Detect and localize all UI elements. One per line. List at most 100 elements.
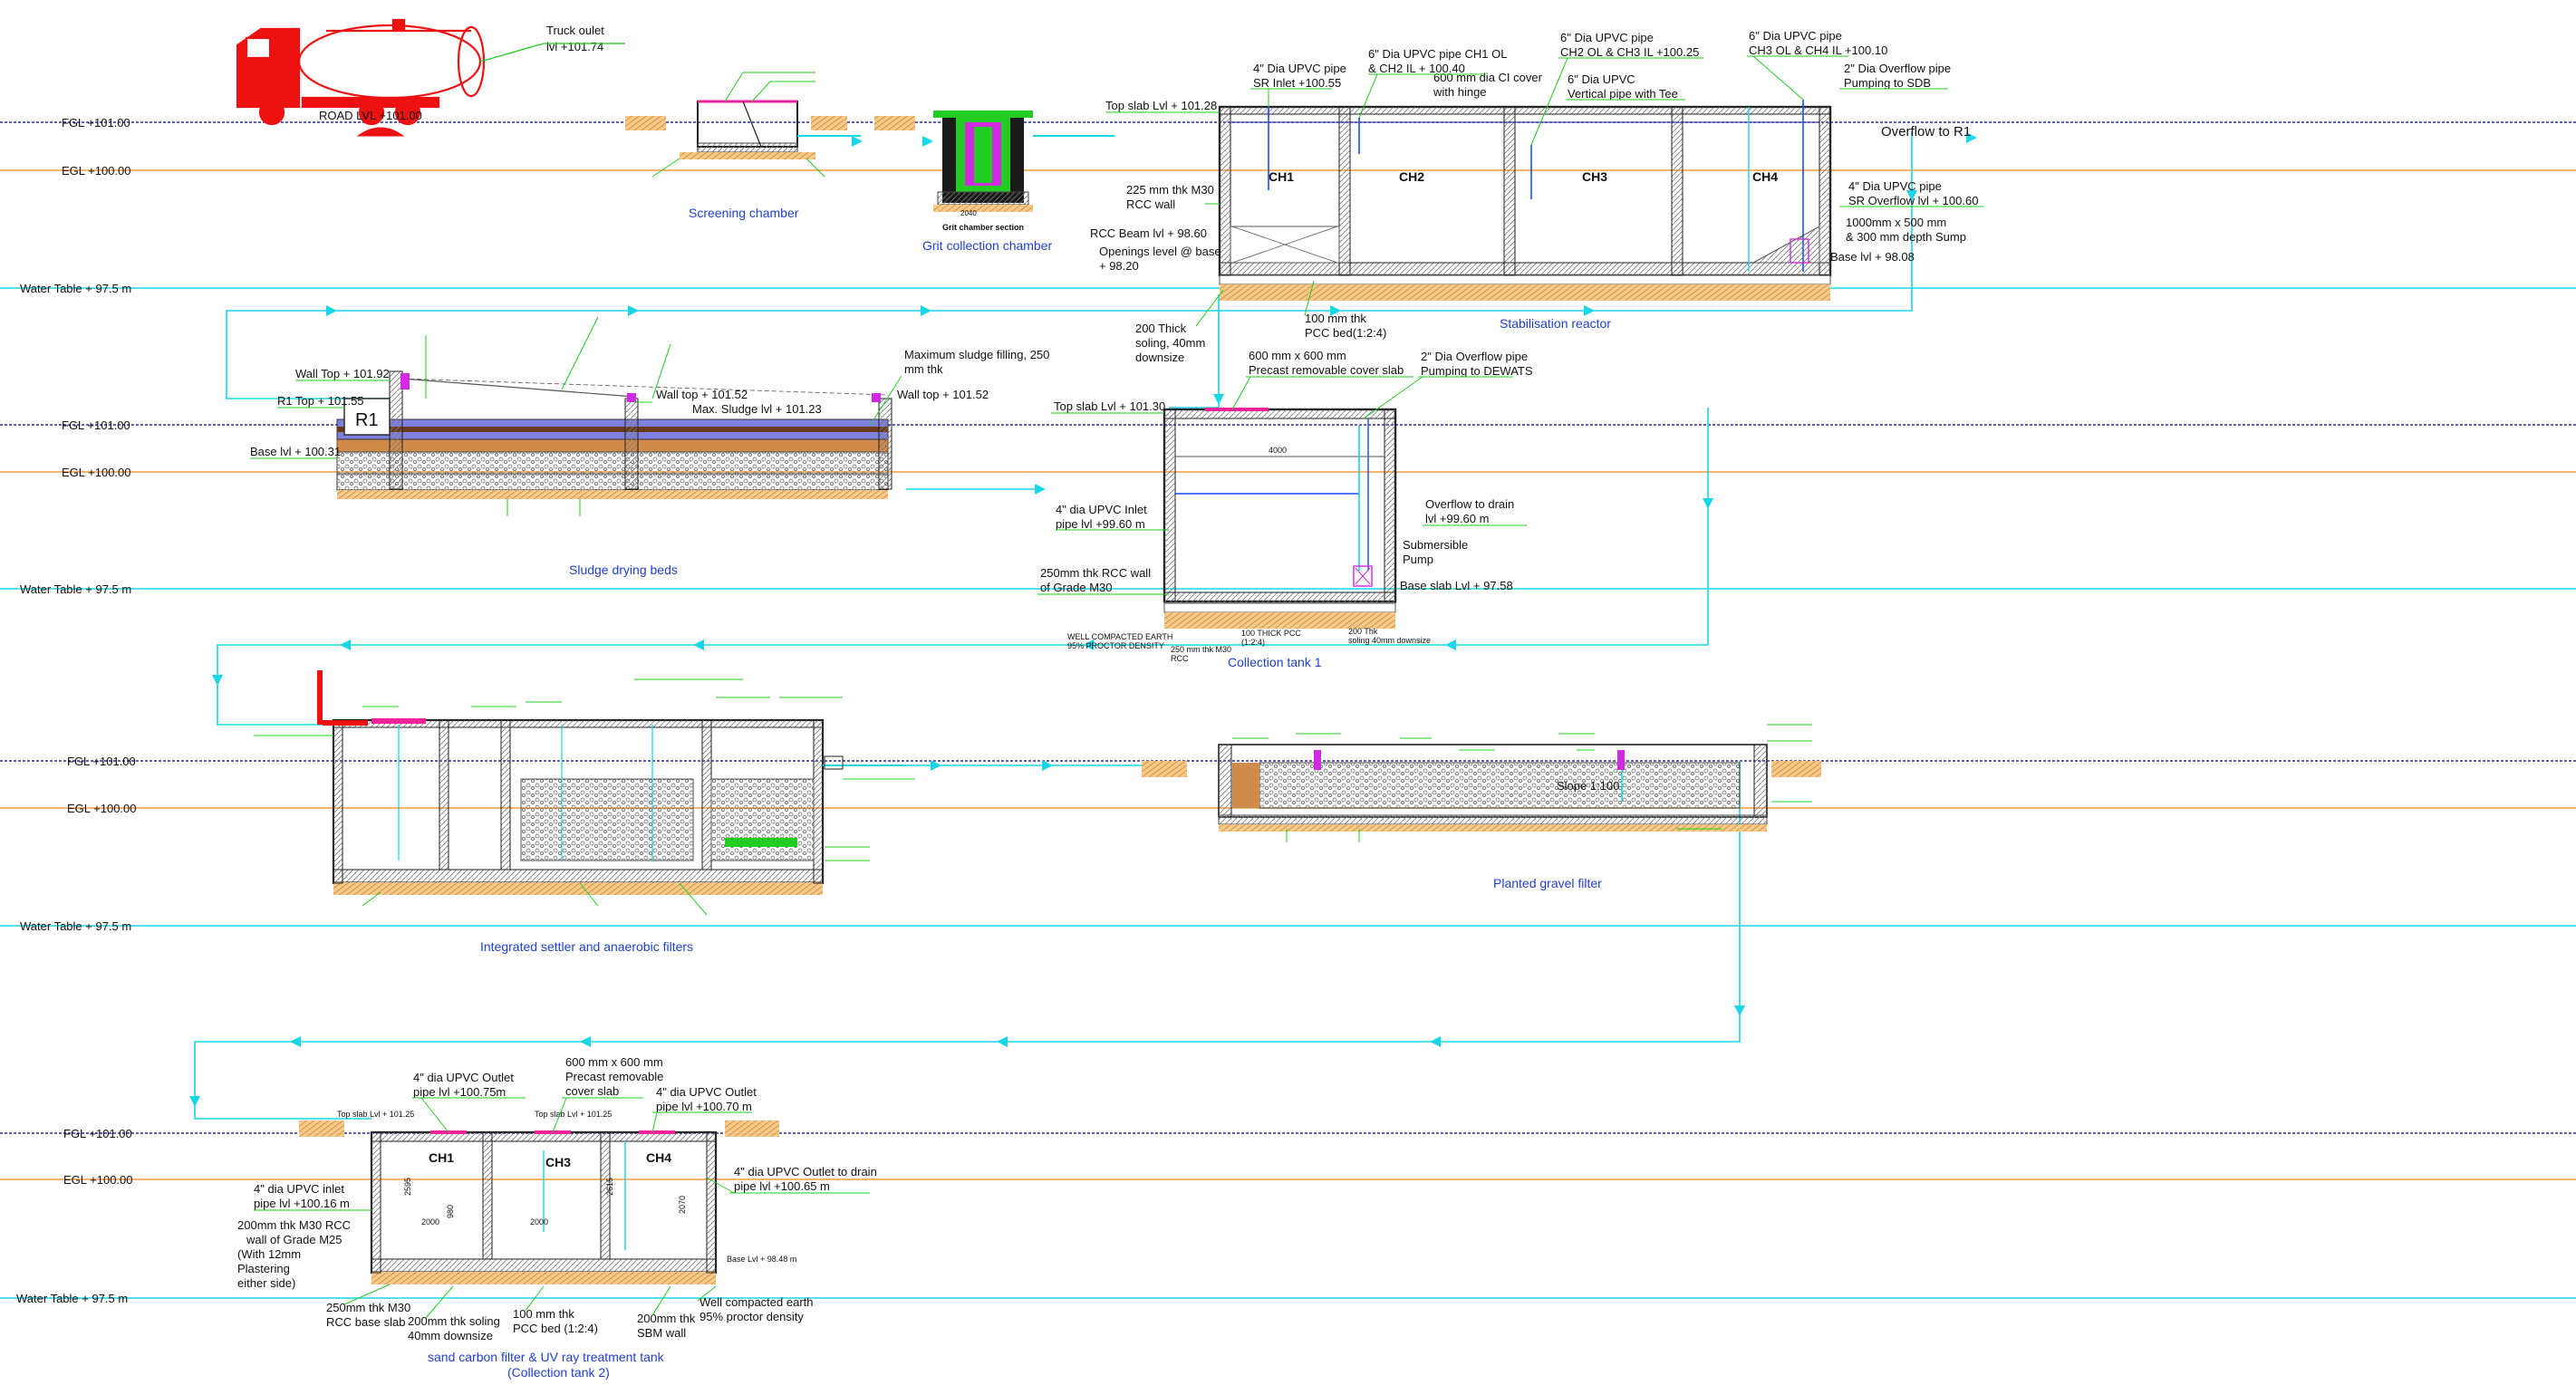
- pgf-caption: Planted gravel filter: [1493, 876, 1602, 890]
- pgf-slope-label: Slope 1:100: [1557, 779, 1619, 793]
- sand-caption-a: sand carbon filter & UV ray treatment ta…: [428, 1350, 665, 1364]
- ct1-soling-label: 200 Thk: [1348, 627, 1378, 636]
- ct1-wall-note: of Grade M30: [1040, 581, 1113, 594]
- r1-label: R1: [355, 410, 379, 430]
- sand-pcc-note: PCC bed (1:2:4): [513, 1322, 598, 1335]
- ct1-earth-note: 95% PROCTOR DENSITY: [1067, 641, 1164, 650]
- fgl-label: FGL +101.00: [67, 755, 136, 768]
- ct1-cover-label: 600 mm x 600 mm: [1249, 349, 1346, 362]
- sand-dim-5: 2070: [678, 1196, 687, 1214]
- sand-wall-plaster-c: either side): [237, 1276, 295, 1290]
- sand-dim-4: 2615: [605, 1178, 614, 1196]
- grit-chamber: 2040 Grit chamber section Grit collectio…: [874, 111, 1114, 253]
- sand-soling-note: 40mm downsize: [408, 1329, 493, 1342]
- road-level-label: ROAD LVL +101.00: [319, 109, 422, 122]
- ct1-leaders: [1037, 376, 1527, 595]
- sand-base-slab-note: RCC base slab: [326, 1315, 405, 1329]
- sand-leaders: [254, 1097, 870, 1319]
- water-table-label: Water Table + 97.5 m: [20, 582, 131, 596]
- integrated-settler: Integrated settler and anaerobic filters: [317, 670, 906, 954]
- stab-pipe1-label: 6" Dia UPVC pipe CH1 OL: [1368, 47, 1507, 61]
- sdb-max-sludge: Max. Sludge lvl + 101.23: [692, 402, 822, 416]
- tanker-truck-icon: [236, 18, 486, 126]
- stab-sr-overflow-level: SR Overflow lvl + 100.60: [1848, 194, 1978, 207]
- collection-tank-1: 4000 Collection tank 1: [1163, 408, 1397, 669]
- ct1-inlet-label: 4" dia UPVC Inlet: [1056, 503, 1147, 516]
- sand-wall-label: 200mm thk M30 RCC: [237, 1218, 351, 1232]
- sand-pcc-label: 100 mm thk: [513, 1307, 574, 1321]
- grit-chamber-caption: Grit collection chamber: [922, 238, 1053, 253]
- egl-label: EGL +100.00: [62, 164, 131, 178]
- stab-wall-note: RCC wall: [1126, 197, 1175, 211]
- sand-dim-2: 2000: [530, 1217, 548, 1226]
- ct1-wall-label: 250mm thk RCC wall: [1040, 566, 1151, 580]
- sand-cover-label: 600 mm x 600 mm: [565, 1055, 663, 1069]
- ct1-dimension: 4000: [1269, 446, 1287, 455]
- truck-outlet-label: Truck oulet: [546, 24, 604, 37]
- ct1-drain-level: lvl +99.60 m: [1425, 512, 1489, 525]
- sand-sbm-note: SBM wall: [637, 1326, 686, 1340]
- ct1-soling-note: soling 40mm downsize: [1348, 636, 1431, 645]
- sand-wall-plaster-b: Plastering: [237, 1262, 290, 1275]
- sdb-base-level: Base lvl + 100.31: [250, 445, 341, 458]
- stab-ch2: CH2: [1399, 169, 1424, 184]
- stab-base-level: Base lvl + 98.08: [1830, 250, 1915, 264]
- stab-leaders: [1105, 55, 1984, 327]
- sand-outlet3-label: 4" dia UPVC Outlet to drain: [734, 1165, 877, 1178]
- stab-beam-level: RCC Beam lvl + 98.60: [1090, 226, 1207, 240]
- pgf-leaders: [1232, 724, 1812, 842]
- stab-sump-note: & 300 mm depth Sump: [1846, 230, 1966, 244]
- flow-arrows: [189, 132, 1977, 1107]
- egl-label: EGL +100.00: [62, 466, 131, 479]
- sand-earth-note: 95% proctor density: [699, 1310, 804, 1323]
- sand-ch3: CH3: [545, 1155, 571, 1169]
- sdb-leaders: [250, 316, 902, 516]
- truck-outlet-level: lvl +101.74: [546, 40, 603, 53]
- fgl-label: FGL +101.00: [62, 116, 130, 130]
- sdb-wall-top-1: Wall Top + 101.92: [295, 367, 390, 380]
- sand-earth-label: Well compacted earth: [699, 1295, 814, 1309]
- stab-annotations: Top slab Lvl + 101.28 4" Dia UPVC pipe S…: [1090, 29, 1978, 364]
- ct1-cover-note: Precast removable cover slab: [1249, 363, 1404, 377]
- sand-dim-3: 2595: [403, 1178, 412, 1196]
- sand-cover-note: Precast removable: [565, 1070, 663, 1083]
- stab-reactor-caption: Stabilisation reactor: [1500, 316, 1611, 331]
- stab-sump-label: 1000mm x 500 mm: [1846, 216, 1946, 229]
- stab-ch4: CH4: [1752, 169, 1778, 184]
- stab-pipe2-level: CH2 OL & CH3 IL +100.25: [1560, 45, 1699, 59]
- ct1-overflow-label: 2" Dia Overflow pipe: [1421, 350, 1528, 363]
- stab-sr-overflow-label: 4" Dia UPVC pipe: [1848, 179, 1942, 193]
- sdb-fill-label: Maximum sludge filling, 250: [904, 348, 1049, 361]
- stab-inlet-level: SR Inlet +100.55: [1253, 76, 1341, 90]
- screening-chamber-caption: Screening chamber: [689, 206, 799, 220]
- stabilisation-reactor: CH1 CH2 CH3 CH4 Stabilisation reactor: [1218, 100, 1832, 331]
- ct1-top-slab: Top slab Lvl + 101.30: [1054, 399, 1165, 413]
- sand-dim-6: 980: [446, 1205, 455, 1218]
- stab-vertical-note: Vertical pipe with Tee: [1568, 87, 1678, 101]
- sdb-wall-top-2: Wall top + 101.52: [656, 388, 748, 401]
- stab-pipe3-label: 6" Dia UPVC pipe: [1749, 29, 1842, 43]
- grit-section-label: Grit chamber section: [942, 223, 1024, 232]
- sdb-annotations: Wall Top + 101.92 R1 Top + 101.55 Base l…: [250, 348, 1049, 458]
- sand-cover-type: cover slab: [565, 1084, 619, 1098]
- sand-sbm-label: 200mm thk: [637, 1312, 696, 1325]
- sdb-r1-top: R1 Top + 101.55: [277, 394, 364, 408]
- sand-outlet1-label: 4" dia UPVC Outlet: [413, 1071, 514, 1084]
- sand-top-slab-2: Top slab Lvl + 101.25: [535, 1110, 612, 1119]
- stab-vertical-label: 6" Dia UPVC: [1568, 72, 1635, 86]
- sand-outlet1-level: pipe lvl +100.75m: [413, 1085, 506, 1099]
- ct1-drain-label: Overflow to drain: [1425, 497, 1514, 511]
- stab-pcc-note: PCC bed(1:2:4): [1305, 326, 1386, 340]
- sludge-drying-beds: R1 Sludge drying beds: [336, 370, 892, 577]
- sdb-caption: Sludge drying beds: [569, 563, 678, 577]
- sand-wall-plaster-a: (With 12mm: [237, 1247, 301, 1261]
- stab-openings-level: + 98.20: [1099, 259, 1139, 273]
- isaf-leaders: [254, 678, 915, 916]
- sand-outlet3-level: pipe lvl +100.65 m: [734, 1179, 830, 1193]
- stab-ch3: CH3: [1582, 169, 1607, 184]
- stab-cover-note: with hinge: [1433, 85, 1487, 99]
- ct1-base-level: Base slab Lvl + 97.58: [1400, 579, 1513, 592]
- stab-ch1: CH1: [1269, 169, 1294, 184]
- stab-top-slab: Top slab Lvl + 101.28: [1105, 99, 1217, 112]
